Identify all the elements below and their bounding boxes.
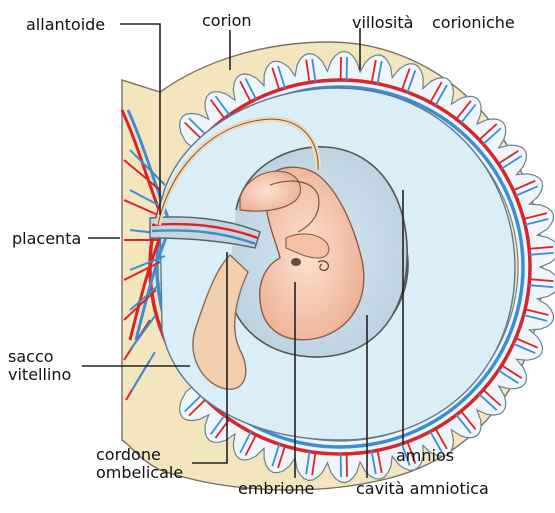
- label-corioniche: corioniche: [432, 13, 515, 32]
- label-allantoide: allantoide: [26, 15, 105, 34]
- villus-vein: [311, 58, 317, 83]
- label-corion: corion: [202, 11, 252, 30]
- villus-artery: [406, 440, 417, 464]
- label-ombelicale: ombelicale: [96, 463, 183, 482]
- villus-vein: [529, 284, 554, 289]
- label-sacco: sacco: [8, 347, 54, 366]
- villus-vein: [512, 342, 536, 354]
- villus-vein: [376, 60, 383, 85]
- villus-artery: [271, 67, 281, 91]
- villus-artery: [524, 308, 549, 316]
- label-cordone: cordone: [96, 445, 161, 464]
- villus-artery: [305, 59, 311, 84]
- villus-artery: [482, 388, 502, 407]
- villus-artery: [184, 121, 203, 140]
- villus-vein: [459, 104, 477, 124]
- villus-artery: [434, 427, 448, 450]
- villus-vein: [370, 450, 377, 475]
- villus-artery: [512, 180, 536, 192]
- villus-artery: [311, 451, 317, 476]
- villus-vein: [188, 117, 207, 136]
- villus-vein: [406, 70, 417, 94]
- villus-artery: [515, 337, 538, 349]
- villus-vein: [209, 414, 226, 435]
- cord-vessel-blue: [151, 229, 257, 246]
- label-amnios: amnios: [396, 446, 454, 465]
- villus-artery: [239, 80, 252, 104]
- label-placenta: placenta: [12, 229, 81, 248]
- villus-vein: [523, 314, 548, 322]
- villus-vein: [482, 127, 502, 146]
- villus-artery: [455, 100, 472, 121]
- villus-vein: [277, 65, 287, 90]
- villus-artery: [244, 433, 258, 456]
- embryo: [239, 166, 365, 341]
- villus-artery: [429, 81, 443, 104]
- villus-vessels: [184, 56, 554, 478]
- label-cavita-amniotica: cavità amniotica: [356, 479, 489, 498]
- villus-vein: [515, 185, 538, 197]
- villus-artery: [209, 99, 226, 120]
- villus-vein: [434, 84, 448, 107]
- label-embrione: embrione: [238, 479, 314, 498]
- villus-artery: [523, 212, 548, 220]
- villus-vein: [429, 430, 443, 453]
- villus-vein: [244, 78, 258, 101]
- villus-vein: [184, 394, 203, 413]
- villus-vein: [524, 218, 549, 226]
- cord-vessel-red: [151, 222, 259, 240]
- villus-artery: [478, 123, 498, 141]
- villus-vein: [214, 95, 231, 116]
- villus-artery: [500, 364, 523, 379]
- villus-vein: [305, 450, 311, 475]
- villus-vein: [497, 369, 519, 384]
- villus-artery: [188, 398, 207, 417]
- leader-lines: [82, 23, 404, 478]
- villus-artery: [400, 68, 411, 92]
- yolk-sac: [192, 254, 249, 390]
- villus-artery: [529, 245, 554, 250]
- villus-artery: [497, 150, 519, 165]
- villus-vein: [529, 251, 554, 256]
- villus-artery: [277, 444, 287, 469]
- label-vitellino: vitellino: [8, 365, 71, 384]
- villus-vein: [400, 442, 411, 466]
- villus-vein: [455, 413, 472, 434]
- villus-vein: [239, 430, 252, 454]
- villus-vein: [271, 443, 281, 467]
- villus-artery: [459, 410, 477, 430]
- villus-vein: [478, 393, 498, 411]
- villus-artery: [529, 278, 554, 283]
- label-villosita: villosità: [352, 13, 413, 32]
- villus-artery: [370, 59, 377, 84]
- villus-artery: [376, 449, 383, 474]
- villus-vein: [500, 155, 523, 170]
